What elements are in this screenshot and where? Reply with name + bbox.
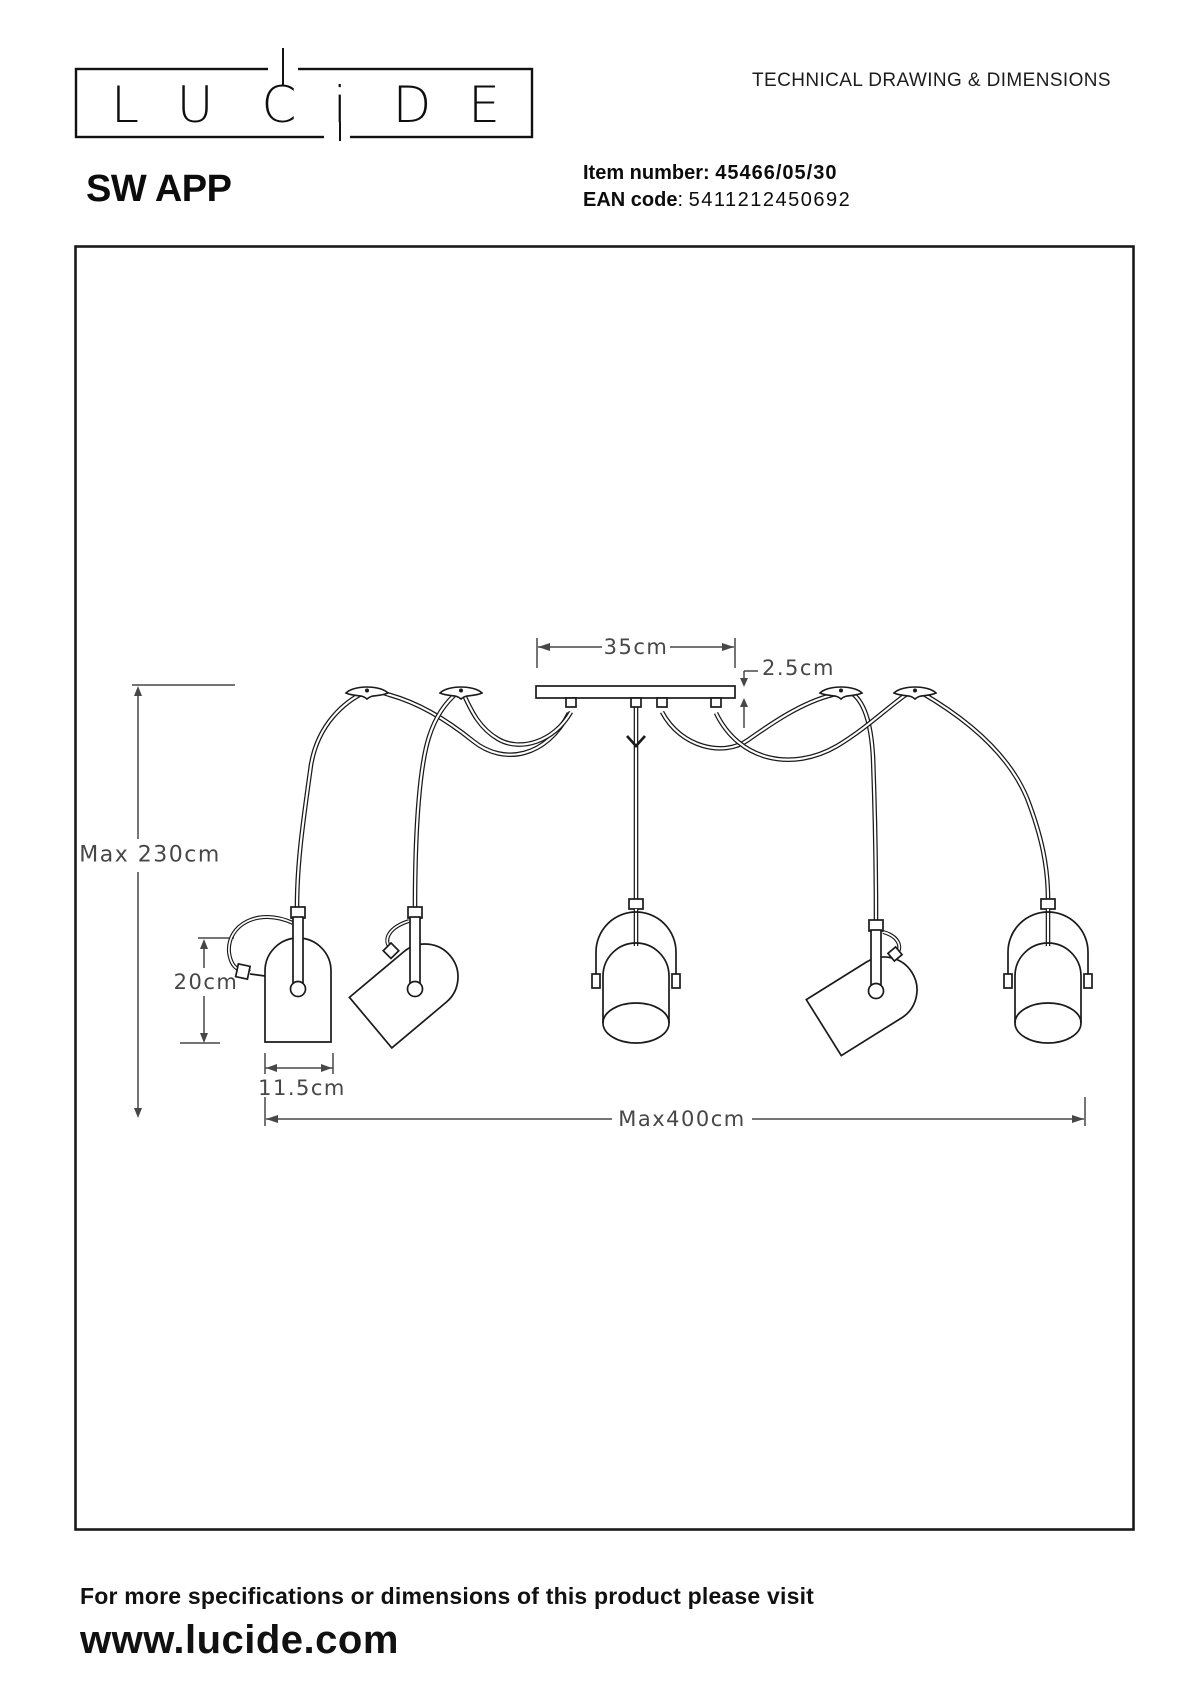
ean-label: EAN code xyxy=(583,189,678,211)
product-codes: Item number: 45466/05/30 EAN code: 54112… xyxy=(583,160,851,214)
canopy-connector-3 xyxy=(656,697,668,708)
dim-label-shade-width: 11.5cm xyxy=(258,1076,346,1100)
canopy-connector-4 xyxy=(710,697,722,708)
lamp-3-shade xyxy=(602,942,670,1023)
ceiling-canopy xyxy=(535,685,736,708)
lamp-5-top-connector xyxy=(1040,898,1056,910)
lamp-5 xyxy=(1003,898,1093,1044)
ean-value: 5411212450692 xyxy=(688,189,852,211)
lamp-4-rod xyxy=(870,929,882,988)
lamp-4 xyxy=(805,919,918,1057)
logo-letter-e: E xyxy=(468,76,500,134)
item-number-line: Item number: 45466/05/30 xyxy=(583,160,851,187)
lamp-1 xyxy=(226,906,332,1043)
footer-note: For more specifications or dimensions of… xyxy=(80,1583,815,1609)
dim-label-max-spread: Max400cm xyxy=(618,1107,746,1131)
logo-box xyxy=(74,67,534,139)
technical-drawing: 35cm 2.5cm Max 230cm 20cm xyxy=(74,245,1135,1531)
lamp-3-yoke-tab-left xyxy=(591,973,601,989)
logo-letter-l: L xyxy=(111,76,139,134)
cables xyxy=(294,688,1051,921)
canopy-connector-2 xyxy=(630,697,642,708)
logo-letter-c: C xyxy=(262,76,297,134)
dimension-annotations: 35cm 2.5cm Max 230cm 20cm xyxy=(79,635,1086,1131)
logo-bottom-gap xyxy=(324,131,350,143)
lamp-5-yoke xyxy=(1007,911,1089,987)
canopy-connector-1 xyxy=(565,697,577,708)
dim-shade-width: 11.5cm xyxy=(258,1053,346,1100)
lamp-1-cord xyxy=(226,914,294,981)
lamp-3-top-connector xyxy=(628,898,644,910)
footer-website-link[interactable]: www.lucide.com xyxy=(80,1618,399,1662)
dim-label-shade-height: 20cm xyxy=(174,970,239,994)
dim-max-spread: Max400cm xyxy=(264,1097,1086,1131)
dim-label-max-drop: Max 230cm xyxy=(79,843,221,868)
drawing-border xyxy=(74,245,1135,1531)
dim-label-canopy-thickness: 2.5cm xyxy=(762,656,835,680)
lamp-5-opening xyxy=(1014,1002,1082,1044)
ean-line: EAN code: 5411212450692 xyxy=(583,187,851,214)
document-type-title: TECHNICAL DRAWING & DIMENSIONS xyxy=(752,70,1111,91)
lamp-5-yoke-tab-right xyxy=(1083,973,1093,989)
lamp-3-yoke xyxy=(595,911,677,987)
lamp-2-knob xyxy=(406,980,424,998)
item-number-value: 45466/05/30 xyxy=(715,162,838,184)
lamp-3-opening xyxy=(602,1002,670,1044)
lamp-1-cord-plug xyxy=(234,962,252,981)
dim-max-drop: Max 230cm xyxy=(79,684,235,1118)
logo-letter-d: D xyxy=(393,76,432,134)
logo-letter-u: U xyxy=(177,76,214,134)
lucide-logo: L U C i D E xyxy=(74,48,534,143)
dim-label-canopy-width: 35cm xyxy=(604,635,669,659)
lamp-5-yoke-tab-left xyxy=(1003,973,1013,989)
dim-shade-height: 20cm xyxy=(174,937,239,1044)
ceiling-hook-icon-2 xyxy=(439,686,483,700)
lamp-3 xyxy=(591,898,681,1044)
item-number-label: Item number: xyxy=(583,162,710,184)
lamp-3-yoke-tab-right xyxy=(671,973,681,989)
cable-adjust-arrow-icon xyxy=(626,735,646,748)
ean-separator: : xyxy=(677,189,689,211)
cable-lamp-5 xyxy=(713,688,1051,900)
footer: For more specifications or dimensions of… xyxy=(80,1583,814,1663)
lamp-1-rod xyxy=(292,916,304,986)
dim-canopy-thickness: 2.5cm xyxy=(740,656,835,728)
lamp-2-cord xyxy=(382,919,410,960)
lamp-4-shade xyxy=(805,956,918,1057)
lamp-5-shade xyxy=(1014,942,1082,1023)
lamp-4-cord xyxy=(882,930,904,963)
lamp-2-rod xyxy=(409,916,421,986)
lamp-2 xyxy=(348,906,459,1050)
lamp-4-knob xyxy=(867,982,885,1000)
lamp-2-cord-plug xyxy=(382,941,400,960)
lamp-1-knob xyxy=(289,980,307,998)
product-title: SW APP xyxy=(86,168,232,210)
logo-letter-i: i xyxy=(333,76,347,134)
lamp-4-cord-plug xyxy=(886,945,904,963)
cable-lamp-4 xyxy=(659,688,879,921)
dim-canopy-width: 35cm xyxy=(536,635,736,668)
cable-lamp-2 xyxy=(412,688,574,908)
